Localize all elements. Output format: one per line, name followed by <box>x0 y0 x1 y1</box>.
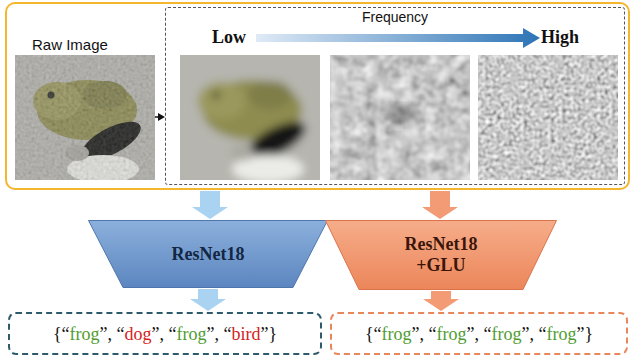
low-frequency-image <box>180 55 320 180</box>
punctuation: ”} <box>576 324 593 344</box>
model-name: ResNet18 +GLU <box>389 234 493 276</box>
high-frequency-image <box>478 55 618 180</box>
punctuation: ”, “ <box>152 324 177 344</box>
class-label: dog <box>125 324 152 344</box>
trapezoid-fill <box>326 221 557 290</box>
model-block: ResNet18 +GLU <box>325 220 557 290</box>
blurred-frog <box>180 55 320 180</box>
class-label: bird <box>231 324 260 344</box>
class-label: frog <box>546 324 576 344</box>
block-text-wrap: ResNet18 <box>88 220 328 288</box>
mid-frequency-image <box>330 55 470 180</box>
punctuation: {“ <box>53 324 70 344</box>
frog-picture <box>15 55 155 180</box>
image-label: Raw Image <box>32 36 108 54</box>
axis-end-label: Low <box>212 27 246 48</box>
image-grain <box>15 55 155 180</box>
punctuation: {“ <box>365 324 382 344</box>
punctuation: ”, “ <box>206 324 231 344</box>
punctuation: ”} <box>260 324 277 344</box>
flow-arrow <box>422 191 458 219</box>
prediction-line: {“frog”, “dog”, “frog”, “bird”} <box>53 323 277 345</box>
flow-arrow <box>192 191 228 219</box>
prediction-box: {“frog”, “frog”, “frog”, “frog”} <box>330 312 628 355</box>
raw-frog-image <box>15 55 155 180</box>
class-label: frog <box>70 324 100 344</box>
mid-highlight <box>404 119 416 143</box>
trapezoid-fill <box>89 221 328 288</box>
punctuation: ”, “ <box>412 324 437 344</box>
prediction-box: {“frog”, “dog”, “frog”, “bird”} <box>8 312 322 355</box>
block-text-wrap: ResNet18 +GLU <box>325 220 557 290</box>
flow-arrow <box>423 291 459 311</box>
axis-end-label: High <box>541 27 579 48</box>
prediction-line: {“frog”, “frog”, “frog”, “frog”} <box>365 323 593 345</box>
mid-noise <box>330 55 470 180</box>
punctuation: ”, “ <box>521 324 546 344</box>
class-label: frog <box>176 324 206 344</box>
class-label: frog <box>437 324 467 344</box>
input-panel: Raw Image FrequencyLow High <box>5 2 630 190</box>
frequency-box: FrequencyLow High <box>165 7 625 185</box>
model-block: ResNet18 <box>88 220 328 288</box>
axis-title: Frequency <box>166 9 624 26</box>
frequency-arrow <box>256 28 540 48</box>
punctuation: ”, “ <box>467 324 492 344</box>
class-label: frog <box>382 324 412 344</box>
flow-arrow <box>190 289 226 311</box>
punctuation: ”, “ <box>100 324 125 344</box>
pointer-head <box>158 113 165 121</box>
class-label: frog <box>491 324 521 344</box>
model-name: ResNet18 <box>172 244 245 265</box>
high-noise <box>478 55 618 180</box>
